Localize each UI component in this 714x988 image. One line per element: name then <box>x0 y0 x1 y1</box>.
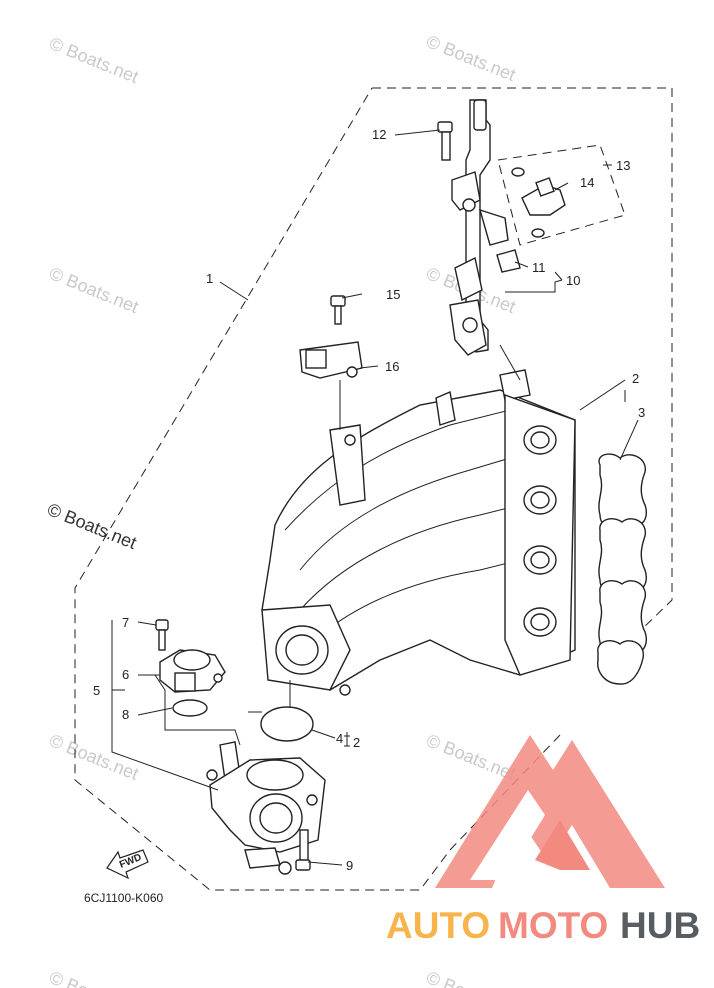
watermark: © Boats.net <box>424 31 519 85</box>
callout-10: 10 <box>566 273 580 288</box>
throttle-sensor <box>155 619 226 717</box>
automotohub-logo: AUTO MOTO HUB <box>386 735 700 946</box>
watermark: © Boats.net <box>47 263 142 317</box>
watermark-main: © Boats.net <box>45 499 140 553</box>
brand-part-auto: AUTO <box>386 905 490 946</box>
injector-kit-box <box>497 144 626 246</box>
callout-7: 7 <box>122 615 129 630</box>
callout-4: 4 <box>336 731 343 746</box>
leader-lines <box>111 129 639 866</box>
callout-14: 14 <box>580 175 594 190</box>
bolt-15 <box>330 295 346 325</box>
throttle-gasket-4 <box>260 706 314 742</box>
bolt-12 <box>437 121 453 161</box>
callout-4-group: 2 <box>353 735 360 750</box>
throttle-body <box>206 741 326 875</box>
callout-6: 6 <box>122 667 129 682</box>
fuel-rail <box>449 99 509 356</box>
brand-part-hub: HUB <box>620 905 700 946</box>
callout-12: 12 <box>372 127 386 142</box>
brand-part-moto: MOTO <box>498 905 608 946</box>
watermark: © Boats.net <box>424 967 519 988</box>
callout-1: 1 <box>206 271 213 286</box>
callout-3: 3 <box>638 405 645 420</box>
callout-2: 2 <box>632 371 639 386</box>
watermark: © Boats.net <box>47 967 142 988</box>
diagram-code: 6CJ1100-K060 <box>84 891 163 905</box>
callout-15: 15 <box>386 287 400 302</box>
callout-16: 16 <box>385 359 399 374</box>
fwd-arrow-icon: FWD <box>106 849 149 880</box>
callout-11: 11 <box>532 260 546 275</box>
callout-8: 8 <box>122 707 129 722</box>
callout-13: 13 <box>616 158 630 173</box>
intake-manifold <box>261 369 576 696</box>
watermark: © Boats.net <box>424 730 519 784</box>
callout-9: 9 <box>346 858 353 873</box>
callouts: 12 13 14 11 10 15 16 1 2 3 7 6 5 8 4 2 9 <box>93 127 645 873</box>
manifold-gasket <box>597 453 647 685</box>
callout-5: 5 <box>93 683 100 698</box>
fuel-injector <box>511 167 566 238</box>
watermark: © Boats.net <box>47 33 142 87</box>
clip-11 <box>496 249 521 273</box>
sensor-16 <box>299 341 363 379</box>
